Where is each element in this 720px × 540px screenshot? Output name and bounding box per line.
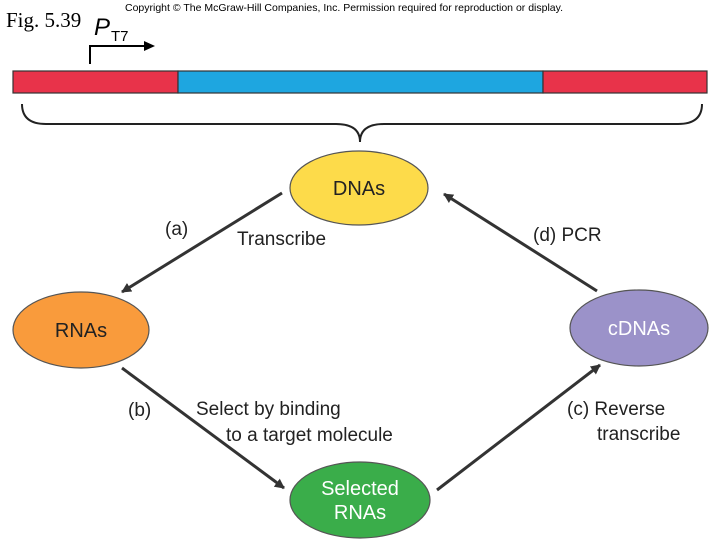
promoter-label: PT7 [94, 14, 129, 45]
arrow-transcribe [121, 191, 283, 294]
bar-left-segment [12, 70, 179, 94]
copyright-notice: Copyright © The McGraw-Hill Companies, I… [125, 2, 564, 14]
step-d-text: (d) PCR [533, 225, 602, 246]
step-c-text-line1: (c) Reverse [567, 399, 665, 420]
node-cdnas-shape [569, 289, 709, 367]
arrow-reverse-transcribe [436, 363, 601, 492]
step-b-text-line1: Select by binding [196, 399, 341, 420]
node-selected-rnas: Selected RNAs [289, 461, 431, 539]
node-selected-shape [289, 461, 431, 539]
arrow-select [121, 366, 285, 490]
brace [21, 103, 703, 143]
arrow-pcr [443, 192, 598, 293]
node-rnas-label: RNAs [55, 320, 107, 342]
figure-label: Fig. 5.39 [6, 8, 82, 32]
node-dnas-shape [289, 150, 429, 226]
step-a-letter: (a) [165, 219, 188, 240]
node-cdnas: cDNAs [569, 289, 709, 367]
bar-right-segment [542, 70, 708, 94]
node-selected-label-line1: Selected [321, 478, 399, 500]
dna-construct-bar [12, 70, 708, 94]
step-b-text-line2: to a target molecule [226, 425, 393, 446]
node-cdnas-label: cDNAs [608, 318, 670, 340]
node-selected-label-line2: RNAs [334, 502, 386, 524]
step-c-text-line2: transcribe [597, 424, 680, 445]
promoter-arrow [89, 41, 155, 64]
node-dnas-label: DNAs [333, 178, 385, 200]
promoter-symbol: P [94, 14, 111, 41]
node-rnas-shape [12, 291, 150, 369]
node-dnas: DNAs [289, 150, 429, 226]
promoter-subscript: T7 [111, 28, 129, 45]
node-rnas: RNAs [12, 291, 150, 369]
bar-middle-segment [177, 70, 544, 94]
step-a-text: Transcribe [237, 229, 326, 250]
step-b-letter: (b) [128, 400, 151, 421]
